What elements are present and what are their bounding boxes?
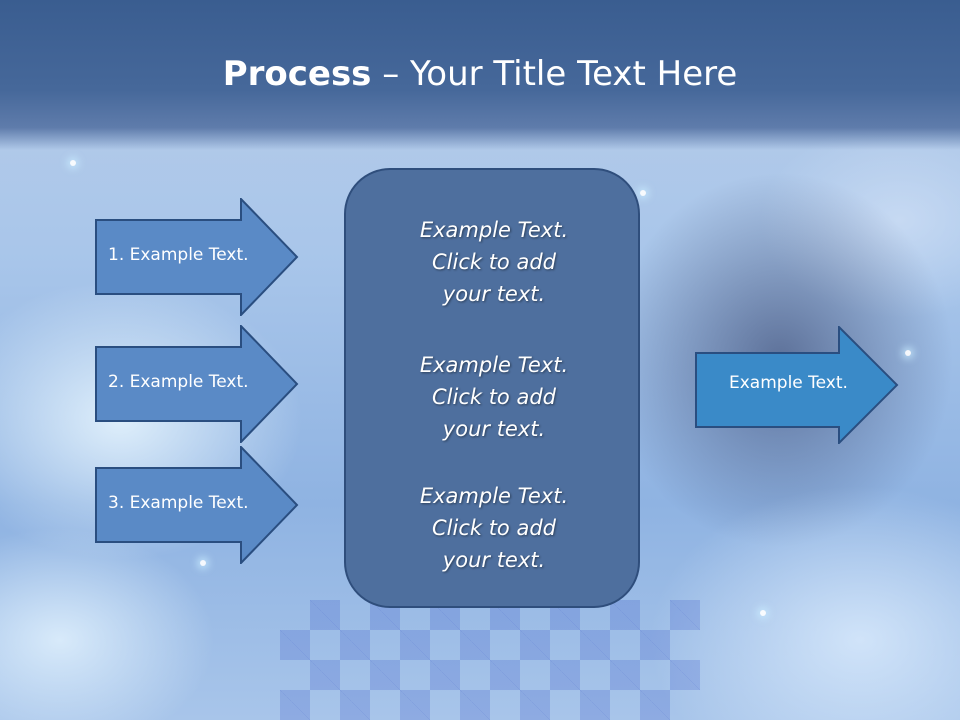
- center-line: your text.: [442, 417, 546, 441]
- center-line: Click to add: [431, 250, 556, 274]
- center-line: Example Text.: [419, 353, 569, 377]
- arrow-label: 2. Example Text.: [108, 372, 249, 392]
- arrow-label: 3. Example Text.: [108, 493, 249, 513]
- arrow-label: 1. Example Text.: [108, 245, 249, 265]
- center-text-block-2: Example Text. Click to add your text.: [346, 349, 642, 445]
- arrow-shape: [95, 325, 299, 443]
- center-content-box[interactable]: Example Text. Click to add your text. Ex…: [344, 168, 640, 608]
- sparkle-decoration: [905, 350, 911, 356]
- center-line: Example Text.: [419, 218, 569, 242]
- sparkle-decoration: [200, 560, 206, 566]
- center-text-block-3: Example Text. Click to add your text.: [346, 480, 642, 576]
- title-rest: – Your Title Text Here: [371, 54, 738, 94]
- process-arrow-3[interactable]: 3. Example Text.: [95, 446, 300, 564]
- sparkle-decoration: [70, 160, 76, 166]
- center-text-block-1: Example Text. Click to add your text.: [346, 214, 642, 310]
- center-line: Click to add: [431, 516, 556, 540]
- arrow-shape: [95, 198, 299, 316]
- sparkle-decoration: [760, 610, 766, 616]
- arrow-label: Example Text.: [729, 373, 848, 393]
- arrow-shape: [95, 446, 299, 564]
- center-line: Click to add: [431, 385, 556, 409]
- title-bold: Process: [222, 54, 372, 94]
- process-arrow-2[interactable]: 2. Example Text.: [95, 325, 300, 443]
- slide-title[interactable]: Process – Your Title Text Here: [0, 52, 960, 96]
- title-band: [0, 0, 960, 150]
- center-line: Example Text.: [419, 484, 569, 508]
- arrow-shape: [695, 326, 899, 444]
- center-line: your text.: [442, 282, 546, 306]
- process-arrow-1[interactable]: 1. Example Text.: [95, 198, 300, 316]
- sparkle-decoration: [640, 190, 646, 196]
- checkered-floor: [280, 600, 700, 720]
- result-arrow[interactable]: Example Text.: [695, 326, 900, 444]
- center-line: your text.: [442, 548, 546, 572]
